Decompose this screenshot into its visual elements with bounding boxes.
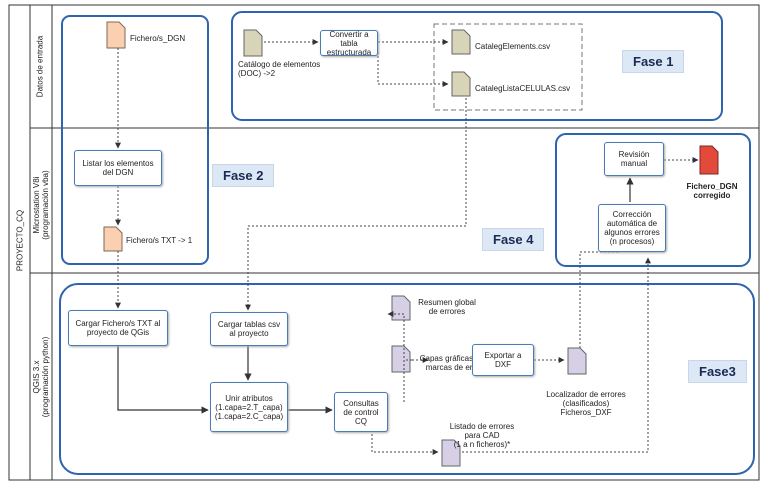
listado-label: Listado de errores para CAD (1 a n fiche… <box>449 422 515 449</box>
doc-resumen <box>391 295 411 321</box>
catalog-elements-label: CatalegElements.csv <box>475 42 551 51</box>
listar-box: Listar los elementos del DGN <box>74 150 162 186</box>
cargar-csv-box: Cargar tablas csv al proyecto <box>210 312 288 346</box>
resumen-label: Resumen global de errores <box>418 298 476 316</box>
doc-catalogo <box>243 29 263 57</box>
catalogo-label: Catálogo de elementos (DOC) ->2 <box>238 60 321 78</box>
fichero-dgn-corregido-label: Fichero_DGN corregido <box>686 182 738 200</box>
exportar-box: Exportar a DXF <box>472 344 534 376</box>
fichero-dgn-label: Fichero/s_DGN <box>130 34 186 43</box>
doc-catalog-celulas <box>451 71 471 97</box>
fase-3-frame <box>59 283 755 475</box>
fase-3-label: Fase3 <box>688 360 747 383</box>
lane-label-qgis: QGIS 3.x (programación python) <box>32 336 50 418</box>
correccion-box: Corrección automática de algunos errores… <box>598 204 666 252</box>
doc-catalog-elements <box>451 29 471 55</box>
lane-label-datos: Datos de entrada <box>35 35 45 98</box>
doc-listado <box>441 439 461 467</box>
unir-box: Unir atributos (1.capa=2.T_capa) (1.capa… <box>210 382 288 432</box>
outer-frame <box>8 4 760 481</box>
revision-box: Revisión manual <box>604 142 664 176</box>
fase-4-label: Fase 4 <box>482 228 545 251</box>
lane-label-microstation: Microstation V8i (programación vba) <box>32 170 50 240</box>
doc-localizador <box>567 347 587 375</box>
csv-group-frame <box>433 23 583 111</box>
fichero-txt-label: Fichero/s TXT -> 1 <box>126 236 193 245</box>
cargar-txt-box: Cargar Fichero/s TXT al proyecto de QGis <box>68 310 168 346</box>
consultas-box: Consultas de control CQ <box>334 392 388 432</box>
doc-fichero-dgn-corregido <box>699 145 719 175</box>
doc-capas <box>391 345 411 373</box>
fase-2-frame <box>61 15 209 265</box>
doc-fichero-dgn <box>106 21 126 49</box>
fase-1-label: Fase 1 <box>622 50 685 73</box>
catalog-celulas-label: CatalegListaCELULAS.csv <box>475 84 571 93</box>
fase-2-label: Fase 2 <box>212 164 275 187</box>
solid-connectors <box>117 177 634 414</box>
fase-1-frame <box>231 11 723 121</box>
doc-fichero-txt <box>103 226 123 252</box>
convertir-box: Convertir a tabla estructurada <box>320 30 378 57</box>
localizador-label: Localizador de errores (clasificados) Fi… <box>546 390 626 417</box>
fase-4-frame <box>555 133 751 267</box>
project-label: PROYECTO_CQ <box>15 209 25 272</box>
